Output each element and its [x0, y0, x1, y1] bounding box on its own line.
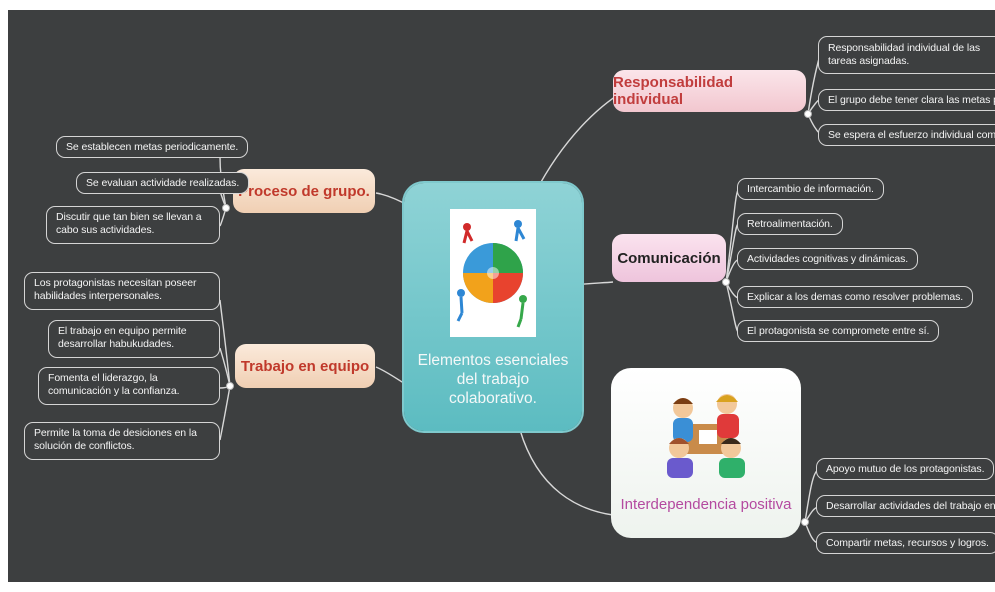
leaf-text: Intercambio de información.	[747, 183, 874, 195]
leaf-item[interactable]: Retroalimentación.	[737, 213, 843, 235]
connector-dot	[226, 382, 234, 390]
leaf-text: Discutir que tan bien se llevan a cabo s…	[56, 211, 202, 236]
leaf-item[interactable]: Discutir que tan bien se llevan a cabo s…	[46, 206, 220, 244]
topic-label: Responsabilidad individual	[613, 74, 734, 108]
central-topic[interactable]: Elementos esenciales del trabajo colabor…	[404, 183, 582, 431]
leaf-item[interactable]: Permite la toma de desiciones en la solu…	[24, 422, 220, 460]
mind-map-canvas: Elementos esenciales del trabajo colabor…	[8, 10, 995, 582]
leaf-item[interactable]: Se espera el esfuerzo individual como gr…	[818, 124, 995, 146]
connector-dot	[801, 518, 809, 526]
leaf-text: Responsabilidad individual de las tareas…	[828, 42, 980, 67]
topic-label: Comunicación	[617, 249, 721, 267]
leaf-text: Compartir metas, recursos y logros.	[826, 537, 989, 549]
topic-label: Interdependencia positiva	[620, 496, 792, 513]
leaf-item[interactable]: El grupo debe tener clara las metas prop…	[818, 89, 995, 111]
leaf-text: Desarrollar actividades del trabajo en e…	[826, 500, 995, 512]
leaf-text: Fomenta el liderazgo, la comunicación y …	[48, 372, 180, 397]
leaf-text: El grupo debe tener clara las metas prop…	[828, 94, 995, 106]
leaf-text: Se establecen metas periodicamente.	[66, 141, 239, 153]
topic-responsabilidad[interactable]: Responsabilidad individual	[613, 70, 806, 112]
topic-trabajo[interactable]: Trabajo en equipo	[235, 344, 375, 388]
central-topic-title: Elementos esenciales del trabajo colabor…	[417, 352, 569, 407]
leaf-text: Los protagonistas necesitan poseer habil…	[34, 277, 197, 302]
connector-dot	[222, 204, 230, 212]
topic-label: Proceso de grupo.	[238, 182, 370, 200]
puzzle-team-icon	[450, 209, 536, 337]
children-group-icon	[661, 386, 753, 482]
connector-dot	[722, 278, 730, 286]
leaf-item[interactable]: Actividades cognitivas y dinámicas.	[737, 248, 919, 270]
topic-comunicacion[interactable]: Comunicación	[612, 234, 726, 282]
leaf-item[interactable]: El trabajo en equipo permite desarrollar…	[48, 320, 220, 358]
topic-label: Trabajo en equipo	[240, 357, 370, 375]
leaf-text: Retroalimentación.	[747, 218, 833, 230]
leaf-text: Actividades cognitivas y dinámicas.	[747, 253, 909, 265]
connector-dot	[804, 110, 812, 118]
leaf-item[interactable]: El protagonista se compromete entre sí.	[737, 320, 940, 342]
leaf-text: El trabajo en equipo permite desarrollar…	[58, 325, 187, 350]
leaf-text: Apoyo mutuo de los protagonistas.	[826, 463, 985, 475]
leaf-item[interactable]: Se evaluan actividade realizadas.	[76, 172, 250, 194]
leaf-item[interactable]: Se establecen metas periodicamente.	[56, 136, 249, 158]
leaf-item[interactable]: Explicar a los demas como resolver probl…	[737, 286, 974, 308]
leaf-text: Se evaluan actividade realizadas.	[86, 177, 240, 189]
leaf-text: Se espera el esfuerzo individual como gr…	[828, 129, 995, 141]
leaf-item[interactable]: Apoyo mutuo de los protagonistas.	[816, 458, 995, 480]
topic-interdependencia[interactable]: Interdependencia positiva	[611, 368, 801, 538]
leaf-text: El protagonista se compromete entre sí.	[747, 325, 930, 337]
topic-proceso[interactable]: Proceso de grupo.	[233, 169, 375, 213]
leaf-text: Permite la toma de desiciones en la solu…	[34, 427, 197, 452]
leaf-item[interactable]: Los protagonistas necesitan poseer habil…	[24, 272, 220, 310]
leaf-item[interactable]: Compartir metas, recursos y logros.	[816, 532, 995, 554]
leaf-item[interactable]: Intercambio de información.	[737, 178, 884, 200]
leaf-item[interactable]: Responsabilidad individual de las tareas…	[818, 36, 995, 74]
leaf-text: Explicar a los demas como resolver probl…	[747, 291, 964, 303]
leaf-item[interactable]: Fomenta el liderazgo, la comunicación y …	[38, 367, 220, 405]
leaf-item[interactable]: Desarrollar actividades del trabajo en e…	[816, 495, 995, 517]
